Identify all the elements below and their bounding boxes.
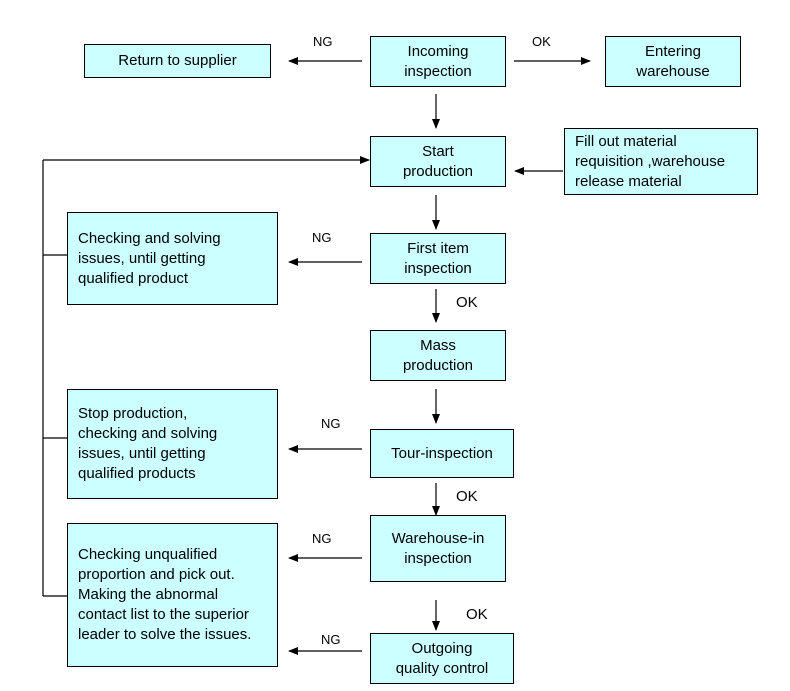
outgoing-quality-control-box: Outgoing quality control <box>370 633 514 684</box>
start-production-label: Start production <box>402 142 474 180</box>
stop-production-label: Stop production, checking and solving is… <box>78 405 218 482</box>
ng-label-outgoing: NG <box>321 632 341 647</box>
outgoing-quality-control-label: Outgoing quality control <box>395 639 489 677</box>
checking-unqualified-box: Checking unqualified proportion and pick… <box>67 523 278 667</box>
mass-production-box: Mass production <box>370 330 506 381</box>
fill-out-material-label: Fill out material requisition ,warehouse… <box>575 132 726 190</box>
ok-label-warehouse: OK <box>466 606 488 623</box>
mass-production-label: Mass production <box>402 336 474 374</box>
checking-unqualified-label: Checking unqualified proportion and pick… <box>78 546 252 643</box>
entering-warehouse-box: Entering warehouse <box>605 36 741 87</box>
stop-production-box: Stop production, checking and solving is… <box>67 389 278 499</box>
incoming-inspection-box: Incoming inspection <box>370 36 506 87</box>
ok-label-incoming: OK <box>532 34 551 49</box>
first-item-inspection-label: First item inspection <box>404 239 472 277</box>
tour-inspection-box: Tour-inspection <box>370 429 514 478</box>
ok-label-tour: OK <box>456 488 478 505</box>
warehouse-in-inspection-box: Warehouse-in inspection <box>370 515 506 582</box>
return-to-supplier-label: Return to supplier <box>118 52 237 69</box>
tour-inspection-label: Tour-inspection <box>391 444 493 462</box>
warehouse-in-inspection-label: Warehouse-in inspection <box>391 529 485 567</box>
ng-label-tour: NG <box>321 416 341 431</box>
first-item-inspection-box: First item inspection <box>370 233 506 284</box>
return-to-supplier-box: Return to supplier <box>84 44 271 78</box>
checking-solving-box: Checking and solving issues, until getti… <box>67 212 278 305</box>
entering-warehouse-label: Entering warehouse <box>636 42 710 80</box>
incoming-inspection-label: Incoming inspection <box>404 42 472 80</box>
fill-out-material-box: Fill out material requisition ,warehouse… <box>564 128 758 195</box>
ng-label-incoming: NG <box>313 34 333 49</box>
ng-label-warehouse: NG <box>312 531 332 546</box>
checking-solving-label: Checking and solving issues, until getti… <box>78 229 221 287</box>
ng-label-first-item: NG <box>312 230 332 245</box>
ok-label-first-item: OK <box>456 294 478 311</box>
start-production-box: Start production <box>370 136 506 187</box>
